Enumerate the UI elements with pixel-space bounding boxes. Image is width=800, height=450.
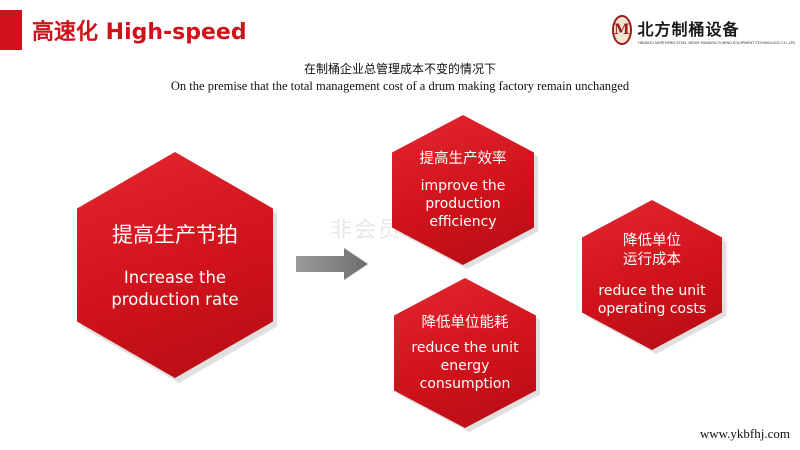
- premise-english: On the premise that the total management…: [170, 79, 630, 93]
- result-2-en-line2: operating costs: [597, 301, 707, 317]
- result-2-cn-line2: 运行成本: [623, 252, 681, 268]
- main-hexagon-en-line1: Increase the: [123, 268, 227, 287]
- result-1-en-line1: improve the: [420, 177, 506, 194]
- main-hexagon-cn: 提高生产节拍: [112, 223, 238, 247]
- logo-mark-letter: M: [614, 22, 630, 38]
- result-1-en-line3: efficiency: [429, 213, 497, 230]
- result-3-en-line1: reduce the unit: [411, 339, 519, 356]
- result-1-en-line2: production: [425, 195, 501, 212]
- company-emblem-icon: M: [612, 15, 632, 45]
- result-2-cn-line1: 降低单位: [623, 233, 681, 249]
- result-2-en-line1: reduce the unit: [598, 283, 706, 299]
- premise-chinese: 在制桶企业总管理成本不变的情况下: [303, 62, 496, 76]
- logo-company-name: 北方制桶设备: [637, 19, 740, 39]
- result-3-cn: 降低单位能耗: [421, 314, 509, 331]
- main-hexagon-en-line2: production rate: [111, 290, 239, 309]
- company-logo: M 北方制桶设备 YINGKOU NORTHERN STEEL DRUM MAN…: [612, 8, 795, 52]
- title-accent-bar: [0, 10, 22, 50]
- result-3-en-line2: energy: [440, 357, 490, 374]
- result-3-en-line3: consumption: [419, 375, 511, 392]
- logo-company-subtitle: YINGKOU NORTHERN STEEL DRUM MANUFACTURIN…: [637, 40, 796, 45]
- logo-text: 北方制桶设备 YINGKOU NORTHERN STEEL DRUM MANUF…: [638, 16, 796, 45]
- right-arrow-icon: [296, 248, 368, 280]
- title-bar: 高速化 High-speed: [0, 10, 247, 50]
- page-title: 高速化 High-speed: [32, 20, 247, 45]
- website-url[interactable]: www.ykbfhj.com: [699, 426, 790, 441]
- result-1-cn: 提高生产效率: [419, 150, 507, 167]
